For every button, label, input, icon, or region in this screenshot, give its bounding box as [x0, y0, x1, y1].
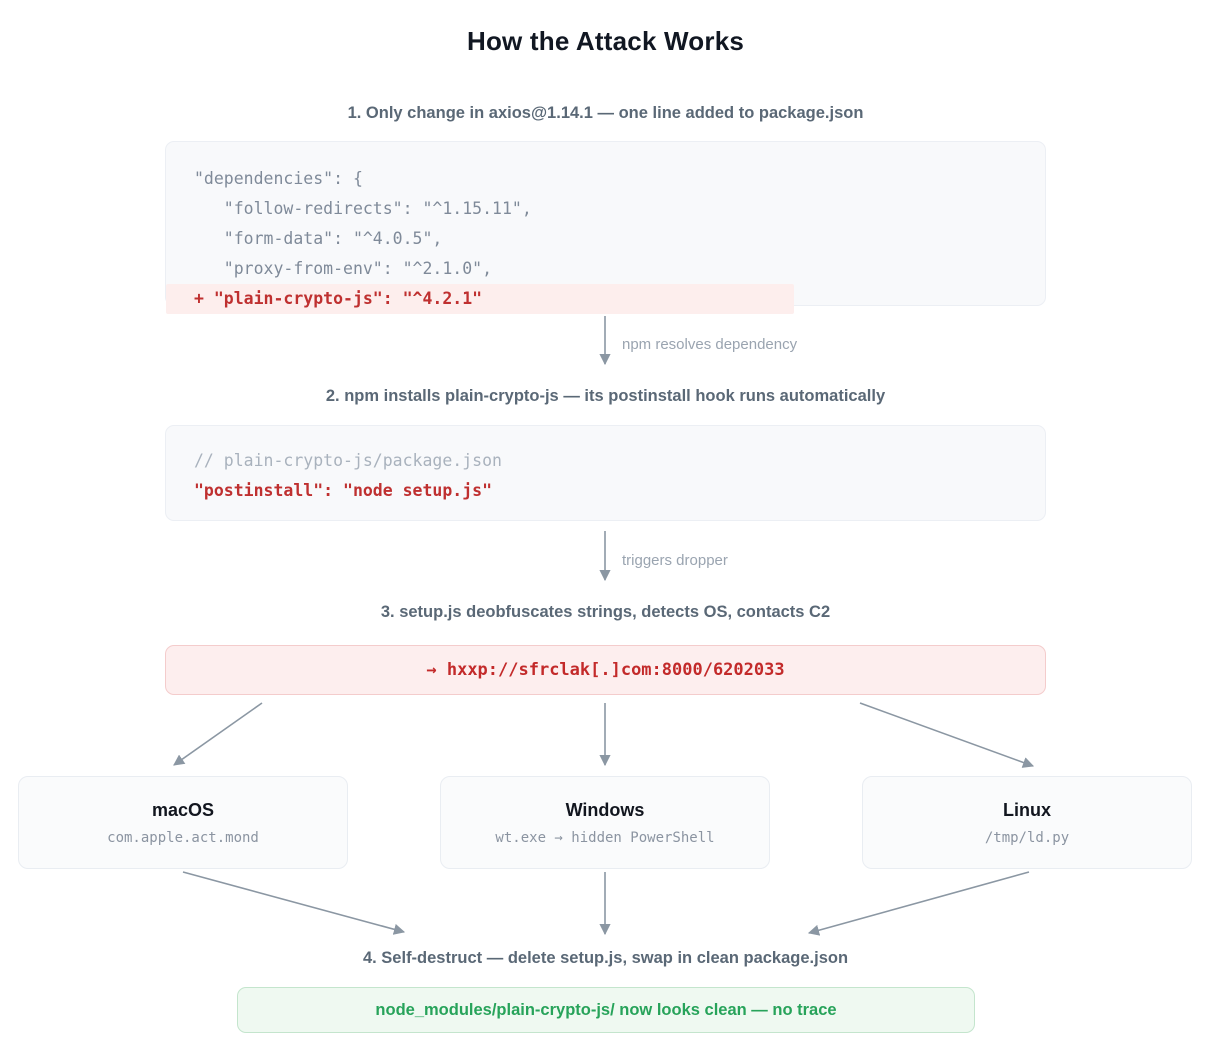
c2-url-text: → hxxp://sfrclak[.]com:8000/6202033: [426, 660, 785, 680]
page-title: How the Attack Works: [466, 26, 745, 56]
edge-label-triggers-dropper: triggers dropper: [622, 552, 728, 569]
c2-url-callout: → hxxp://sfrclak[.]com:8000/6202033: [165, 645, 1046, 695]
code-line: "proxy-from-env": "^2.1.0",: [194, 259, 493, 278]
code-line-comment: // plain-crypto-js/package.json: [194, 451, 502, 470]
code-line: "follow-redirects": "^1.15.11",: [194, 199, 532, 218]
os-title: Windows: [565, 799, 645, 820]
dependencies-code-block: "dependencies": { "follow-redirects": "^…: [165, 141, 1046, 314]
step-4-label: 4. Self-destruct — delete setup.js, swap…: [362, 949, 849, 967]
step-1-label: 1. Only change in axios@1.14.1 — one lin…: [347, 104, 864, 122]
code-line-postinstall-hook: "postinstall": "node setup.js": [194, 481, 493, 500]
os-detail: com.apple.act.mond: [107, 829, 259, 846]
code-line: "dependencies": {: [194, 169, 363, 188]
clean-result-text: node_modules/plain-crypto-js/ now looks …: [375, 1000, 837, 1019]
os-title: Linux: [1003, 799, 1051, 820]
code-line: "form-data": "^4.0.5",: [194, 229, 443, 248]
arrow-c2-to-macos: [173, 702, 263, 766]
os-detail: wt.exe → hidden PowerShell: [495, 829, 715, 846]
os-detail: /tmp/ld.py: [984, 829, 1070, 846]
clean-result-callout: node_modules/plain-crypto-js/ now looks …: [237, 987, 975, 1033]
arrow-macos-to-cleanup: [182, 871, 406, 935]
edge-label-npm-resolves: npm resolves dependency: [622, 336, 798, 353]
os-box-macos: macOS com.apple.act.mond: [18, 776, 348, 869]
arrow-c2-to-linux: [859, 702, 1035, 768]
step-3-label: 3. setup.js deobfuscates strings, detect…: [380, 603, 831, 621]
code-line-added-dependency: + "plain-crypto-js": "^4.2.1": [166, 284, 794, 314]
os-title: macOS: [151, 799, 215, 820]
step-2-label: 2. npm installs plain-crypto-js — its po…: [325, 387, 886, 405]
os-box-linux: Linux /tmp/ld.py: [862, 776, 1192, 869]
arrow-linux-to-cleanup: [807, 871, 1030, 936]
postinstall-code-block: // plain-crypto-js/package.json "postins…: [165, 425, 1046, 521]
os-box-windows: Windows wt.exe → hidden PowerShell: [440, 776, 770, 869]
